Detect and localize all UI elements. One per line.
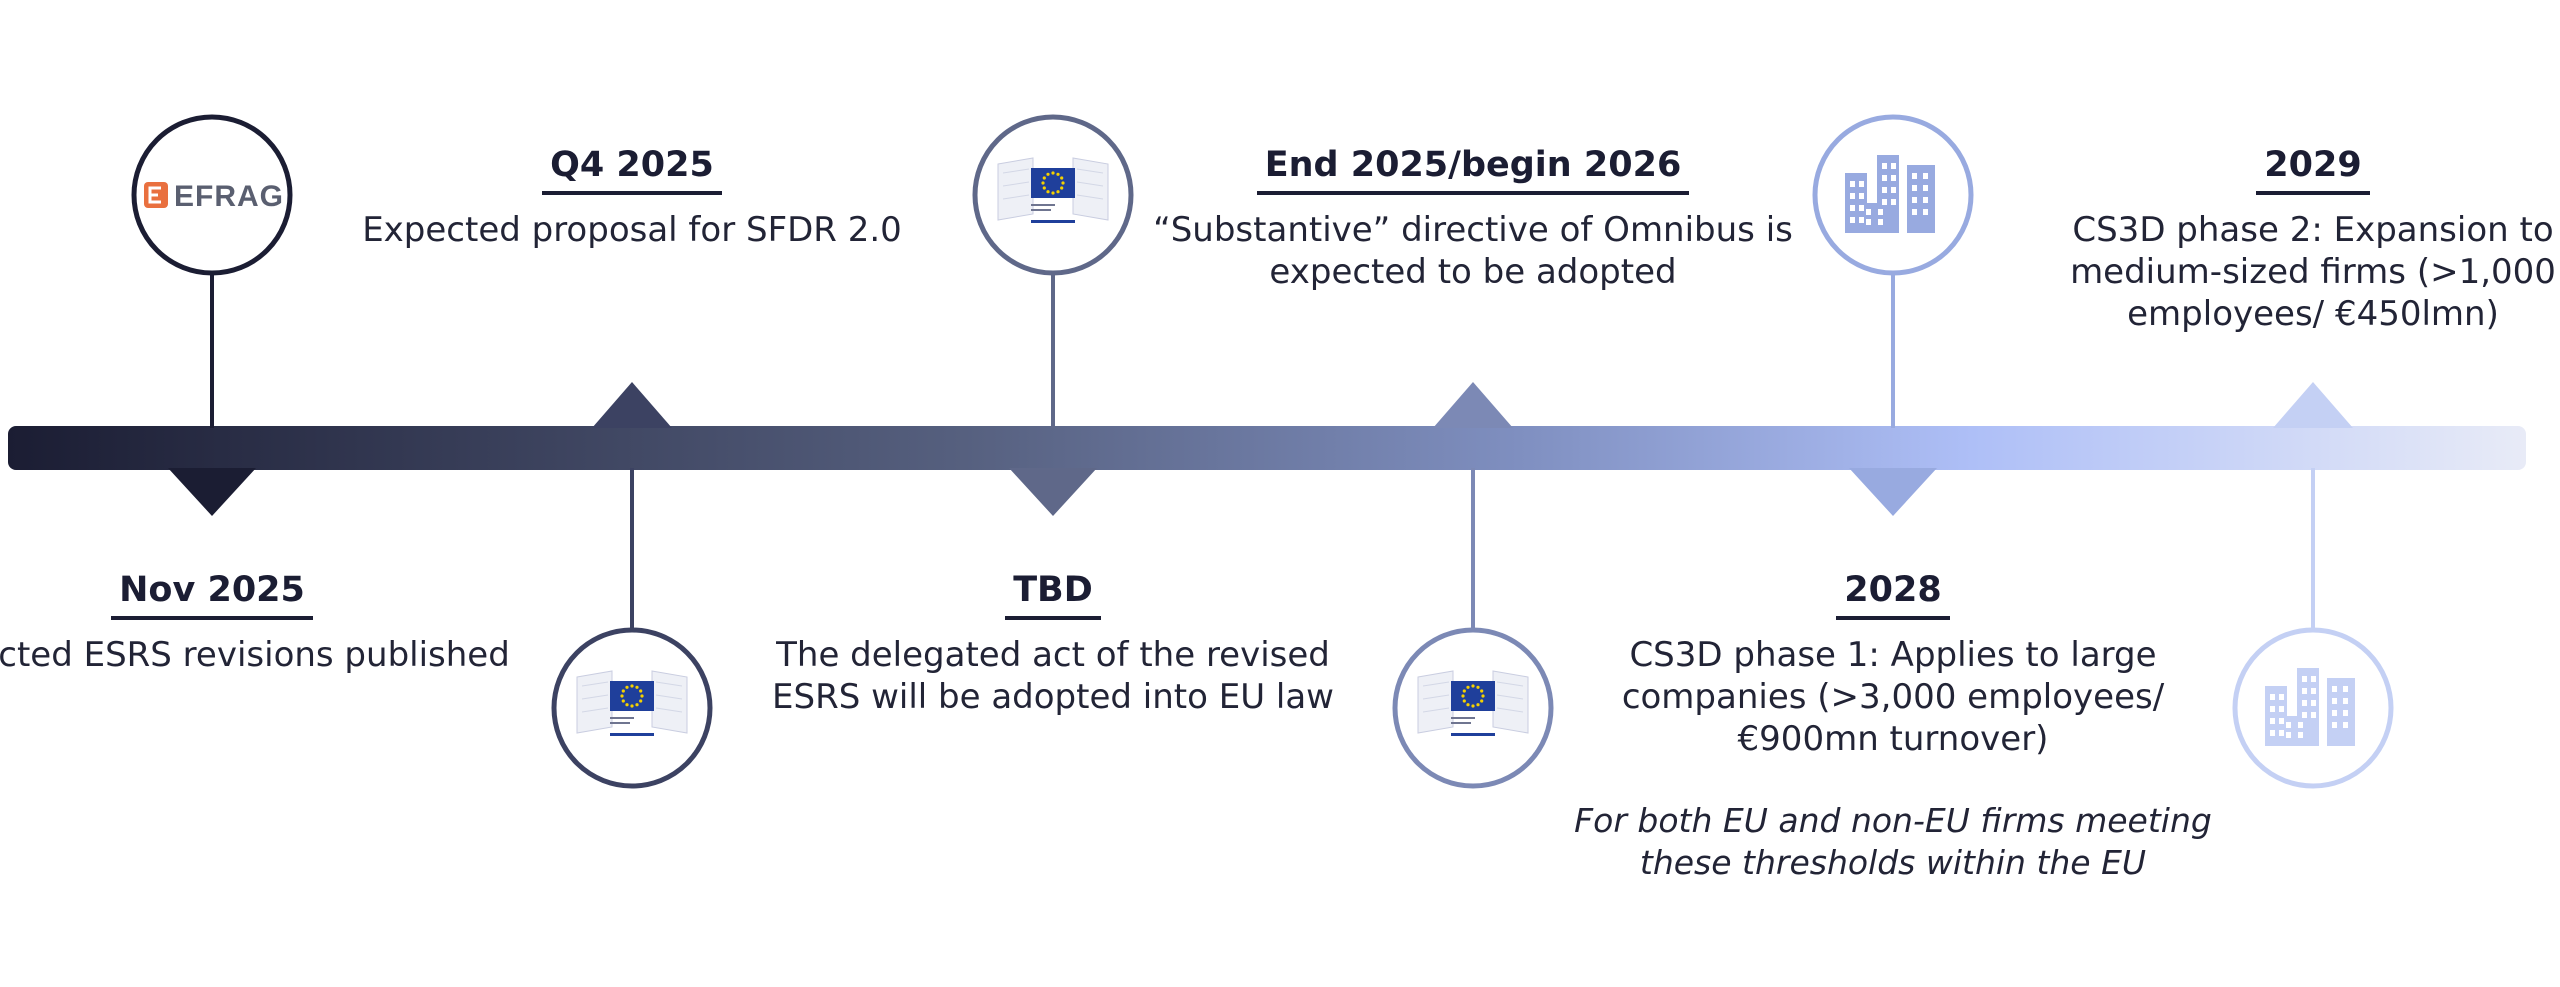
milestone-description: CS3D phase 1: Applies to large companies… [1621, 635, 2165, 759]
milestone-date: Q4 2025 [542, 143, 722, 195]
milestone-label: TBD The delegated act of the revised ESRS… [733, 568, 1373, 718]
milestone-pointer [592, 382, 672, 428]
icon-circle [131, 114, 293, 276]
milestone-marker: EFRAG [131, 114, 293, 516]
milestone-label: End 2025/begin 2026 “Substantive” directi… [1153, 143, 1793, 293]
milestone-pointer [2273, 382, 2353, 428]
european-commission-logo [569, 668, 695, 754]
efrag-logo: EFRAG [144, 180, 284, 213]
milestone-pointer [1433, 382, 1513, 428]
milestone-note: For both EU and non-EU firms meeting the… [1574, 801, 2212, 882]
buildings-icon [2265, 668, 2355, 746]
milestone-date: Nov 2025 [111, 568, 313, 620]
milestone-date: 2028 [1836, 568, 1950, 620]
milestone-date: 2029 [2256, 143, 2370, 195]
milestone-pointer [1849, 468, 1937, 516]
milestone-description: Expected ESRS revisions published [0, 635, 510, 675]
european-commission-logo [1410, 668, 1536, 754]
efrag-logo-text: EFRAG [174, 180, 284, 213]
milestone-description: Expected proposal for SFDR 2.0 [362, 210, 902, 250]
milestone-marker [551, 382, 713, 789]
milestone-marker [1812, 114, 1974, 516]
milestone-pointer [168, 468, 256, 516]
milestone-description: The delegated act of the revised ESRS wi… [772, 635, 1334, 717]
milestone-date: End 2025/begin 2026 [1256, 143, 1690, 195]
european-commission-logo [990, 155, 1116, 241]
milestone-pointer [1009, 468, 1097, 516]
milestone-marker [1392, 382, 1554, 789]
milestone-marker [972, 114, 1134, 516]
milestone-description: CS3D phase 2: Expansion to medium-sized … [2070, 210, 2556, 334]
timeline-bar [8, 426, 2526, 470]
buildings-icon [1845, 155, 1935, 233]
milestone-description: “Substantive” directive of Omnibus is ex… [1153, 210, 1793, 292]
milestone-marker [2232, 382, 2394, 789]
milestone-date: TBD [1005, 568, 1101, 620]
